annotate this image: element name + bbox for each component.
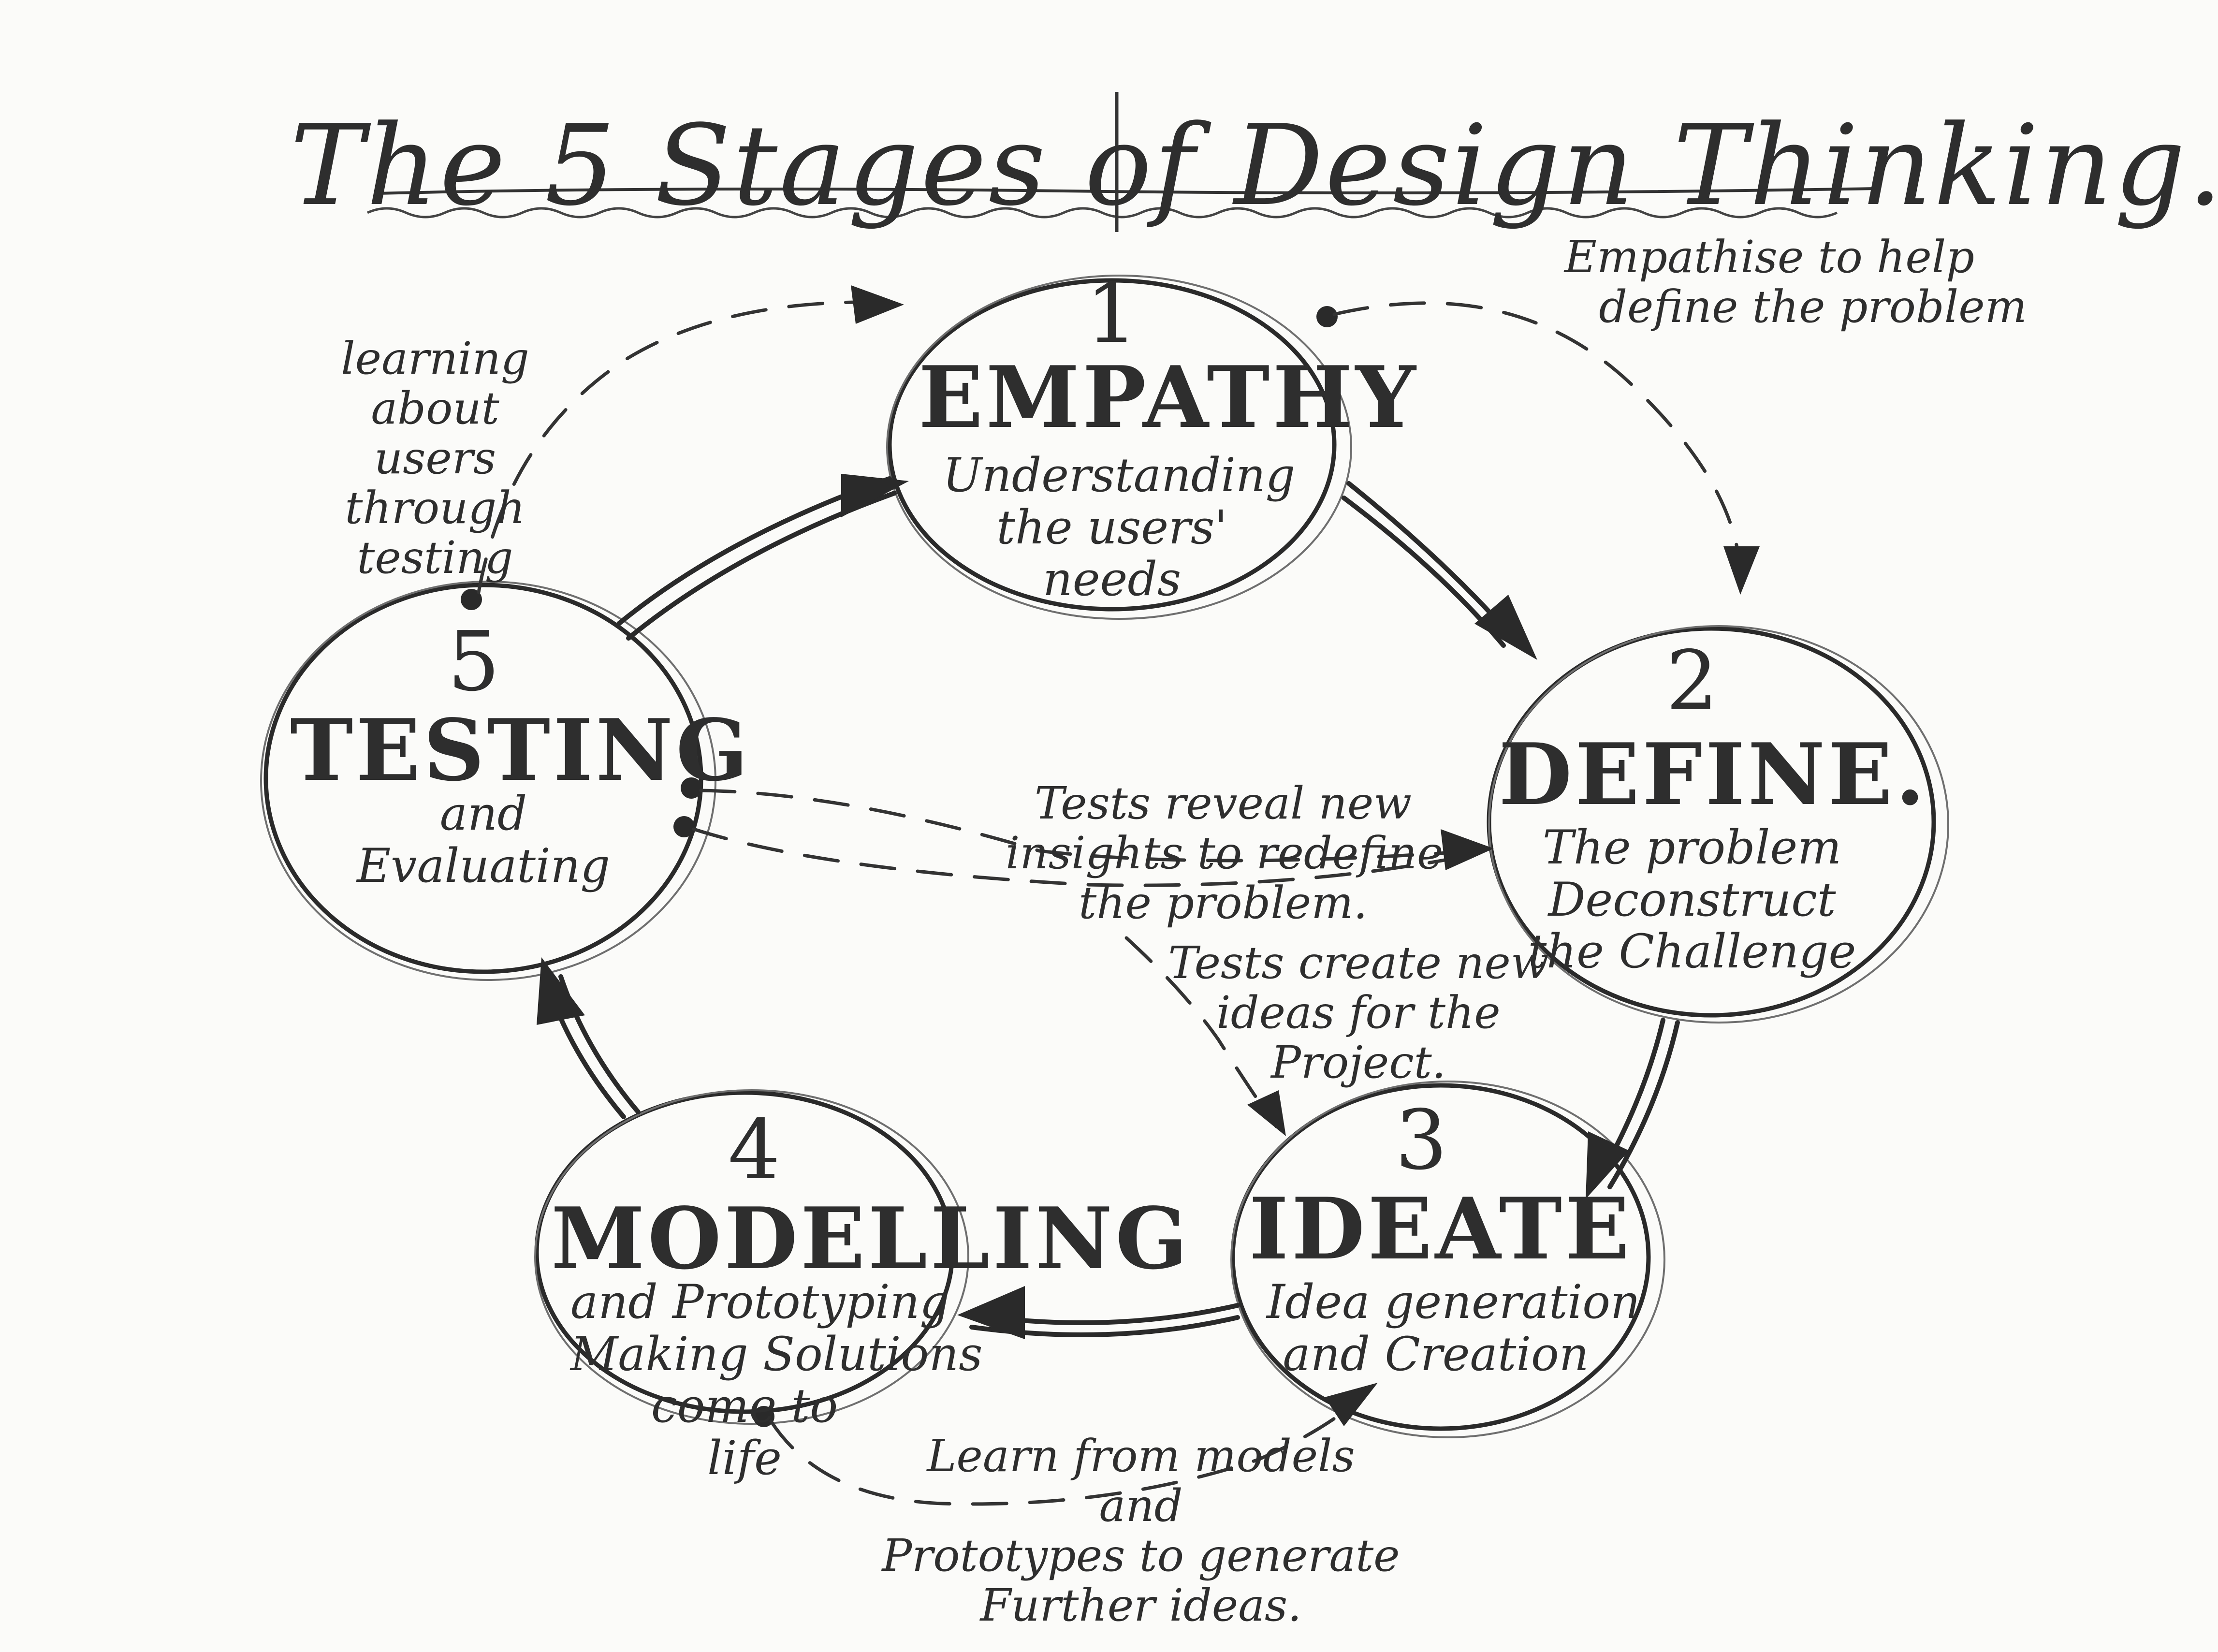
dashed-arrow-tests-create (1124, 936, 1286, 1136)
stage-5-name: TESTING (290, 701, 751, 800)
stage-2-circle (1487, 625, 1949, 1023)
stage-1-number: 1 (1085, 266, 1138, 362)
dashed-arrow-learning (461, 285, 904, 610)
dashed-arrow-empathise (1316, 301, 1760, 595)
stage-5-circle (260, 581, 716, 981)
arrow-5-to-1 (616, 474, 909, 641)
stage-1-name: EMPATHY (919, 348, 1419, 447)
stage-4-description: and Prototyping Making Solutions come to… (570, 1275, 983, 1485)
stage-4-name: MODELLING (551, 1189, 1191, 1288)
stage-1-circle (886, 275, 1352, 620)
stage-2-description: The problem Deconstruct the Challenge (1528, 820, 1856, 979)
stage-3-circle (1230, 1081, 1665, 1438)
title-underline (377, 187, 1876, 195)
stage-3-description: Idea generation and Creation (1267, 1275, 1640, 1381)
annotation-tests-reveal: Tests reveal new insights to redefine th… (1006, 777, 1444, 929)
arrow-1-to-2 (1342, 481, 1537, 660)
page-title: The 5 Stages of Design Thinking. (290, 102, 2218, 231)
annotation-learn-from: Learn from models and Prototypes to gene… (882, 1430, 1400, 1632)
stage-3-number: 3 (1395, 1093, 1448, 1188)
annotation-empathise: Empathise to help define the problem (1564, 231, 2027, 333)
stage-4-circle (534, 1089, 969, 1425)
arrow-2-to-3 (1586, 1018, 1680, 1199)
arrow-3-to-4 (957, 1286, 1240, 1339)
stage-4-number: 4 (728, 1102, 781, 1198)
dashed-arrow-learn-from (753, 1383, 1378, 1506)
stage-5-description: and Evaluating (357, 787, 610, 893)
stage-1-description: Understanding the users' needs (943, 448, 1296, 607)
stage-2-number: 2 (1665, 633, 1719, 729)
annotation-learning: learning about users through testing (341, 333, 529, 584)
stage-2-name: DEFINE. (1499, 725, 1928, 824)
annotation-tests-create: Tests create new ideas for the Project. (1168, 937, 1549, 1089)
arrow-4-to-5 (537, 957, 641, 1119)
stage-3-name: IDEATE (1249, 1180, 1633, 1279)
stage-5-number: 5 (447, 614, 500, 710)
dashed-arrow-tests-reveal (673, 777, 1494, 887)
title-wavy-line (366, 207, 1838, 219)
